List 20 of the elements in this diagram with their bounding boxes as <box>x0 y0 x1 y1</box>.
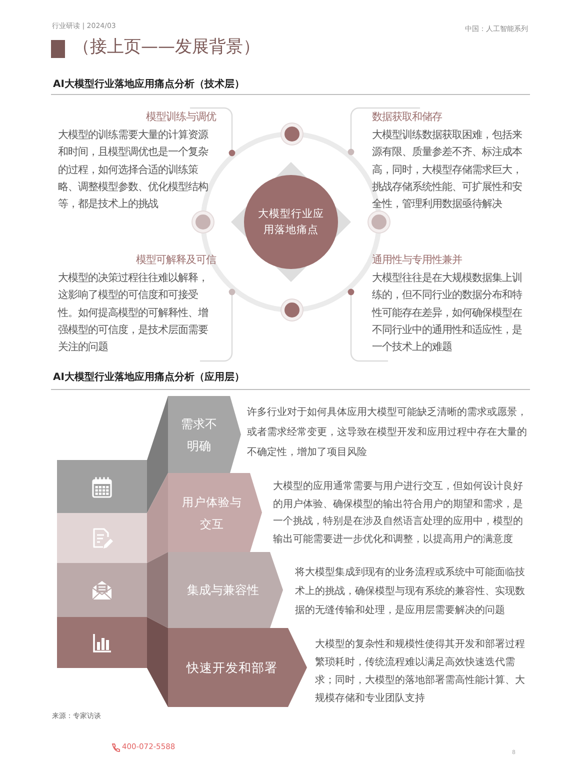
body-text: 大模型的训练需要大量的计算资源和时间，且模型调优也是一个复杂的过程，如何选择合适的训练策略、调整模型参数、优化模型结构等，都是技术上的挑战 <box>58 128 210 212</box>
description-text: 大模型的应用通常需要与用户进行交互，但如何设计良好的用户体验、确保模型的输出符合用户的期望和需求，是一个挑战，特别是在涉及自然语言处理的应用中，模型的输出可能需要进一步优化和调整，以提高用户的满意度 <box>273 480 524 546</box>
block-heading: 通用性与专用性兼并 <box>372 253 463 268</box>
banner-label: 用户体验与交互 <box>182 494 242 532</box>
page-title: （接上页——发展背景） <box>73 36 260 58</box>
banner-label: 快速开发和部署 <box>185 658 278 676</box>
banner-label: 需求不明确 <box>180 416 218 454</box>
section-heading: AI大模型行业落地应用痛点分析（技术层） <box>53 78 244 92</box>
body-text: 大模型训练数据获取困难，包括来源有限、质量参差不齐、标注成本高，同时，大模型存储需求巨大，挑战存储系统性能、可扩展性和安全性，管理利用数据亟待解决 <box>372 128 523 212</box>
hub-label: 大模型行业应用落地痛点 <box>258 207 324 238</box>
description-text: 许多行业对于如何具体应用大模型可能缺乏清晰的需求或愿景，或者需求经常变更，这导致在模型开发和应用过程中存在大量的不确定性，增加了项目风险 <box>247 406 527 460</box>
section-heading: AI大模型行业落地应用痛点分析（应用层） <box>53 371 244 385</box>
description-text: 将大模型集成到现有的业务流程或系统中可能面临技术上的挑战，确保模型与现有系统的兼容性、实现数据的无缝传输和处理，是应用层需要解决的问题 <box>295 566 526 618</box>
block-heading: 模型训练与调优 <box>145 110 216 125</box>
body-text: 大模型的决策过程往往难以解释，这影响了模型的可信度和可接受性。如何提高模型的可解释性、增强模型的可信度，是技术层面需要关注的问题 <box>58 271 209 356</box>
description-text: 大模型的复杂性和规模性使得其开发和部署过程繁琐耗时，传统流程难以满足高效快速迭代需求；同时，大模型的落地部署需高性能计算、大规模存储和专业团队支持 <box>315 638 526 706</box>
body-text: 大模型往往是在大规模数据集上训练的，但不同行业的数据分布和特性可能存在差异，如何确保模型在不同行业中的通用性和适应性，是一个技术上的难题 <box>372 271 524 356</box>
banner-label: 集成与兼容性 <box>186 582 260 599</box>
block-heading: 数据获取和储存 <box>372 110 443 125</box>
block-heading: 模型可解释及可信 <box>135 253 216 268</box>
